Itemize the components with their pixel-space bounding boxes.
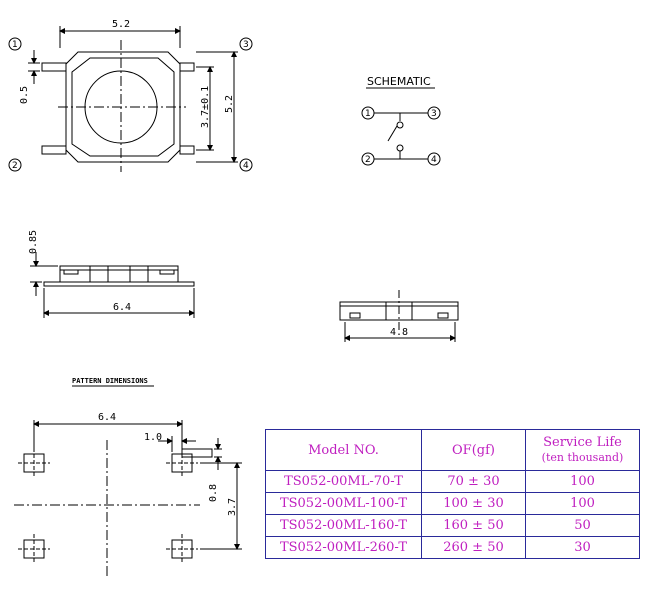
spec-table: Model NO. OF(gf) Service Life (ten thous… <box>265 429 640 559</box>
table-row: TS052-00ML-160-T 160 ± 50 50 <box>265 514 640 537</box>
side-height-dim: 0.85 <box>28 230 39 254</box>
top-pin-1: 1 <box>12 40 18 50</box>
actuator-dim: 3.7±0.1 <box>200 86 211 128</box>
cell-of: 160 ± 50 <box>421 514 526 537</box>
header-model: Model NO. <box>265 429 422 471</box>
cell-of: 100 ± 30 <box>421 492 526 515</box>
schematic-title: SCHEMATIC <box>367 75 431 88</box>
table-row: TS052-00ML-260-T 260 ± 50 30 <box>265 536 640 559</box>
side-view <box>30 252 195 318</box>
side-length-dim: 6.4 <box>113 302 131 313</box>
pattern-pitch-y-dim: 3.7 <box>227 498 238 516</box>
schematic-pin-4: 4 <box>431 155 437 165</box>
pattern-pitch-x-dim: 6.4 <box>98 412 116 423</box>
cell-life: 30 <box>525 536 640 559</box>
header-service-life-label: Service Life <box>543 435 622 450</box>
end-length-dim: 4.8 <box>390 327 408 338</box>
header-service-life: Service Life (ten thousand) <box>525 429 640 471</box>
cell-model: TS052-00ML-160-T <box>265 514 422 537</box>
schematic-symbol <box>361 87 441 166</box>
cell-life: 50 <box>525 514 640 537</box>
top-height-dim: 5.2 <box>224 95 235 113</box>
lead-dim: 0.5 <box>19 86 30 104</box>
cell-model: TS052-00ML-260-T <box>265 536 422 559</box>
cell-model: TS052-00ML-70-T <box>265 470 422 493</box>
schematic-pin-1: 1 <box>365 109 371 119</box>
top-pin-4: 4 <box>243 161 249 171</box>
cell-life: 100 <box>525 470 640 493</box>
table-row: TS052-00ML-70-T 70 ± 30 100 <box>265 470 640 493</box>
pattern-title: PATTERN DIMENSIONS <box>72 377 148 385</box>
top-view <box>8 26 253 172</box>
cell-of: 70 ± 30 <box>421 470 526 493</box>
pattern-pad-w-dim: 0.8 <box>208 484 219 502</box>
schematic-pin-3: 3 <box>431 109 437 119</box>
pattern-pad-len-dim: 1.0 <box>144 432 162 443</box>
pattern-drawing <box>14 420 242 578</box>
table-header-row: Model NO. OF(gf) Service Life (ten thous… <box>265 429 640 471</box>
table-row: TS052-00ML-100-T 100 ± 30 100 <box>265 492 640 515</box>
cell-of: 260 ± 50 <box>421 536 526 559</box>
top-pin-3: 3 <box>243 40 249 50</box>
cell-life: 100 <box>525 492 640 515</box>
schematic-pin-2: 2 <box>365 155 371 165</box>
end-view <box>339 290 459 342</box>
header-service-life-unit: (ten thousand) <box>541 451 624 464</box>
cell-model: TS052-00ML-100-T <box>265 492 422 515</box>
top-width-dim: 5.2 <box>112 19 130 30</box>
header-of: OF(gf) <box>421 429 526 471</box>
top-pin-2: 2 <box>12 161 18 171</box>
